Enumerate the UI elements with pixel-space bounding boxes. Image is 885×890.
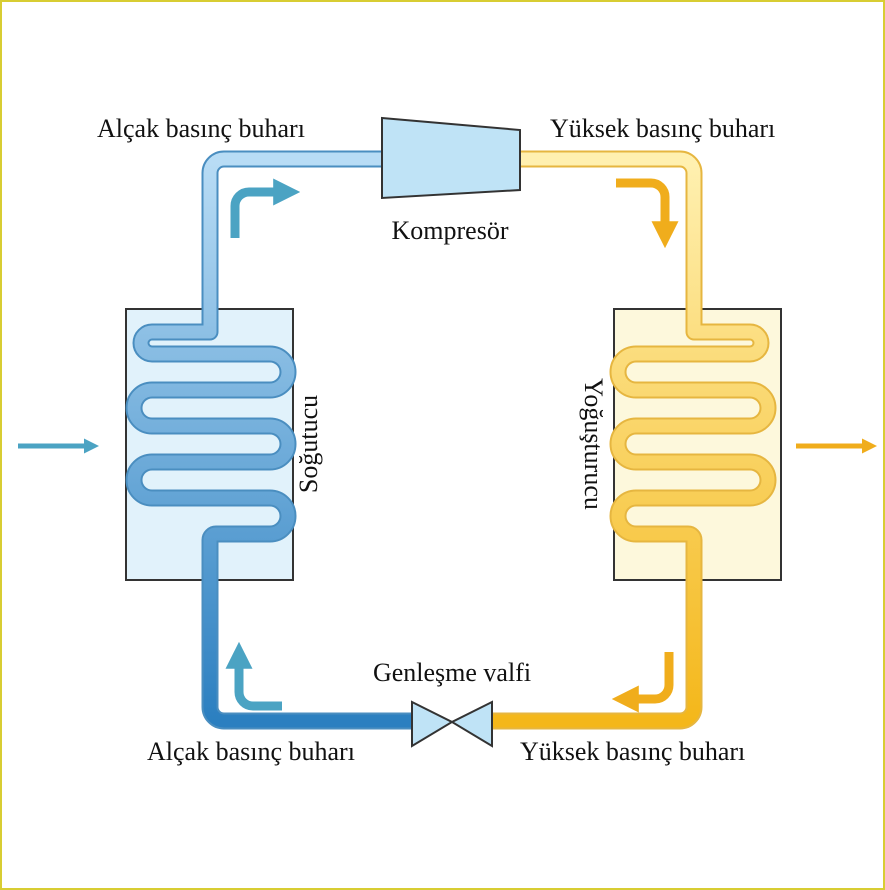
hot-pipe [490,150,777,730]
label-low-pressure-vapor-top: Alçak basınç buharı [97,114,305,143]
cold-flow-arrow [230,178,301,238]
hot-flow-arrow [611,652,674,713]
compressor-symbol [381,116,521,200]
label-low-pressure-vapor-bottom: Alçak basınç buharı [147,737,355,766]
label-high-pressure-vapor-bottom: Yüksek basınç buharı [520,737,745,766]
label-compressor: Kompresör [392,216,509,245]
hot-flow-arrow [616,178,679,249]
expansion-valve-symbol [411,700,493,748]
cold-pipe [125,150,414,730]
label-condenser: Yoğuşturucu [579,378,608,510]
label-high-pressure-vapor-top: Yüksek basınç buharı [550,114,775,143]
label-expansion-valve: Genleşme valfi [373,658,531,687]
label-evaporator: Soğutucu [294,395,323,493]
cold-flow-arrow [225,641,282,711]
